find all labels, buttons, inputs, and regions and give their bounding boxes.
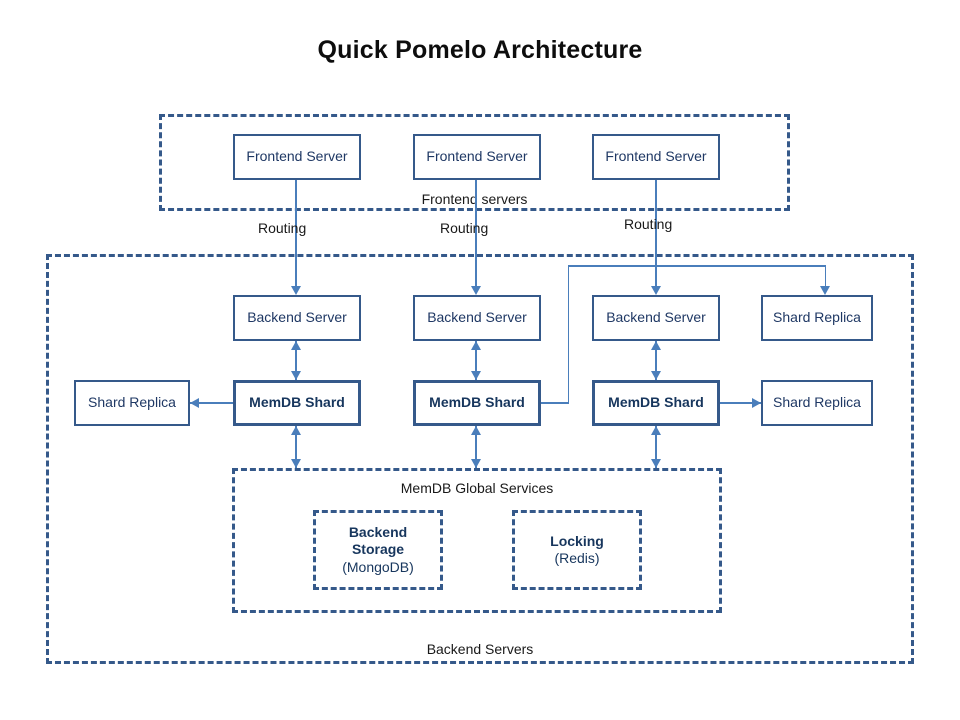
backend-server-2-label: Backend Server [427, 309, 527, 326]
memdb-shard-2[interactable]: MemDB Shard [413, 380, 541, 426]
shard-replica-top-right-label: Shard Replica [773, 309, 861, 326]
server-shard-arrow-down-1 [291, 371, 301, 380]
memdb-shard-3[interactable]: MemDB Shard [592, 380, 720, 426]
routing-label-2: Routing [440, 220, 489, 236]
shard-replica-right-label: Shard Replica [773, 394, 861, 411]
shard3-replica-line [720, 402, 761, 404]
backend-server-2[interactable]: Backend Server [413, 295, 541, 341]
backend-server-3-label: Backend Server [606, 309, 706, 326]
shard-replica-right[interactable]: Shard Replica [761, 380, 873, 426]
memdb-global-services-label: MemDB Global Services [400, 480, 554, 496]
shard-services-arrow-down-1 [291, 459, 301, 468]
shard-services-arrow-down-2 [471, 459, 481, 468]
shard2-replica-line-v2 [824, 265, 827, 286]
server-shard-line-2 [475, 341, 477, 380]
routing-arrow-3 [651, 286, 661, 295]
shard-services-arrow-up-3 [651, 426, 661, 435]
backend-storage-name-line2: Storage [351, 541, 405, 558]
page-title: Quick Pomelo Architecture [317, 36, 643, 64]
frontend-server-1[interactable]: Frontend Server [233, 134, 361, 180]
shard-services-arrow-up-1 [291, 426, 301, 435]
routing-line-1 [295, 180, 297, 286]
memdb-shard-1[interactable]: MemDB Shard [233, 380, 361, 426]
routing-label-3: Routing [624, 216, 673, 232]
server-shard-arrow-down-3 [651, 371, 661, 380]
frontend-server-1-label: Frontend Server [246, 148, 348, 165]
shard2-replica-arrow [820, 286, 830, 295]
server-shard-arrow-up-1 [291, 341, 301, 350]
memdb-shard-1-label: MemDB Shard [249, 394, 345, 411]
frontend-servers-group-label: Frontend servers [421, 191, 528, 207]
backend-storage-node[interactable]: Backend Storage (MongoDB) [313, 510, 443, 590]
routing-line-3 [655, 180, 657, 286]
backend-server-3[interactable]: Backend Server [592, 295, 720, 341]
backend-server-1[interactable]: Backend Server [233, 295, 361, 341]
backend-servers-group-label: Backend Servers [426, 641, 534, 657]
routing-label-1: Routing [258, 220, 307, 236]
frontend-server-2[interactable]: Frontend Server [413, 134, 541, 180]
shard2-replica-line-v [567, 265, 570, 403]
shard2-replica-line-h2 [567, 265, 826, 267]
backend-storage-name-line1: Backend [348, 523, 408, 540]
memdb-global-services-group [232, 468, 722, 613]
backend-servers-group [46, 254, 914, 664]
shard1-replica-arrow [190, 398, 199, 408]
shard-services-line-2 [475, 426, 477, 468]
routing-arrow-1 [291, 286, 301, 295]
shard-replica-left-label: Shard Replica [88, 394, 176, 411]
server-shard-arrow-down-2 [471, 371, 481, 380]
frontend-server-2-label: Frontend Server [426, 148, 528, 165]
locking-name-line1: Locking [550, 532, 604, 549]
locking-detail: (Redis) [554, 550, 600, 566]
server-shard-line-1 [295, 341, 297, 380]
shard-services-arrow-down-3 [651, 459, 661, 468]
server-shard-arrow-up-3 [651, 341, 661, 350]
routing-arrow-2 [471, 286, 481, 295]
shard-services-arrow-up-2 [471, 426, 481, 435]
frontend-servers-group [159, 114, 790, 211]
backend-server-1-label: Backend Server [247, 309, 347, 326]
shard-replica-left[interactable]: Shard Replica [74, 380, 190, 426]
shard-replica-top-right[interactable]: Shard Replica [761, 295, 873, 341]
shard2-replica-line-h1 [541, 402, 569, 404]
backend-storage-detail: (MongoDB) [342, 558, 414, 575]
shard1-replica-line [190, 402, 233, 404]
routing-line-2 [475, 180, 477, 286]
locking-node[interactable]: Locking (Redis) [512, 510, 642, 590]
shard-services-line-3 [655, 426, 657, 468]
server-shard-arrow-up-2 [471, 341, 481, 350]
shard3-replica-arrow [752, 398, 761, 408]
memdb-shard-2-label: MemDB Shard [429, 394, 525, 411]
shard-services-line-1 [295, 426, 297, 468]
server-shard-line-3 [655, 341, 657, 380]
memdb-shard-3-label: MemDB Shard [608, 394, 704, 411]
frontend-server-3-label: Frontend Server [605, 148, 707, 165]
frontend-server-3[interactable]: Frontend Server [592, 134, 720, 180]
